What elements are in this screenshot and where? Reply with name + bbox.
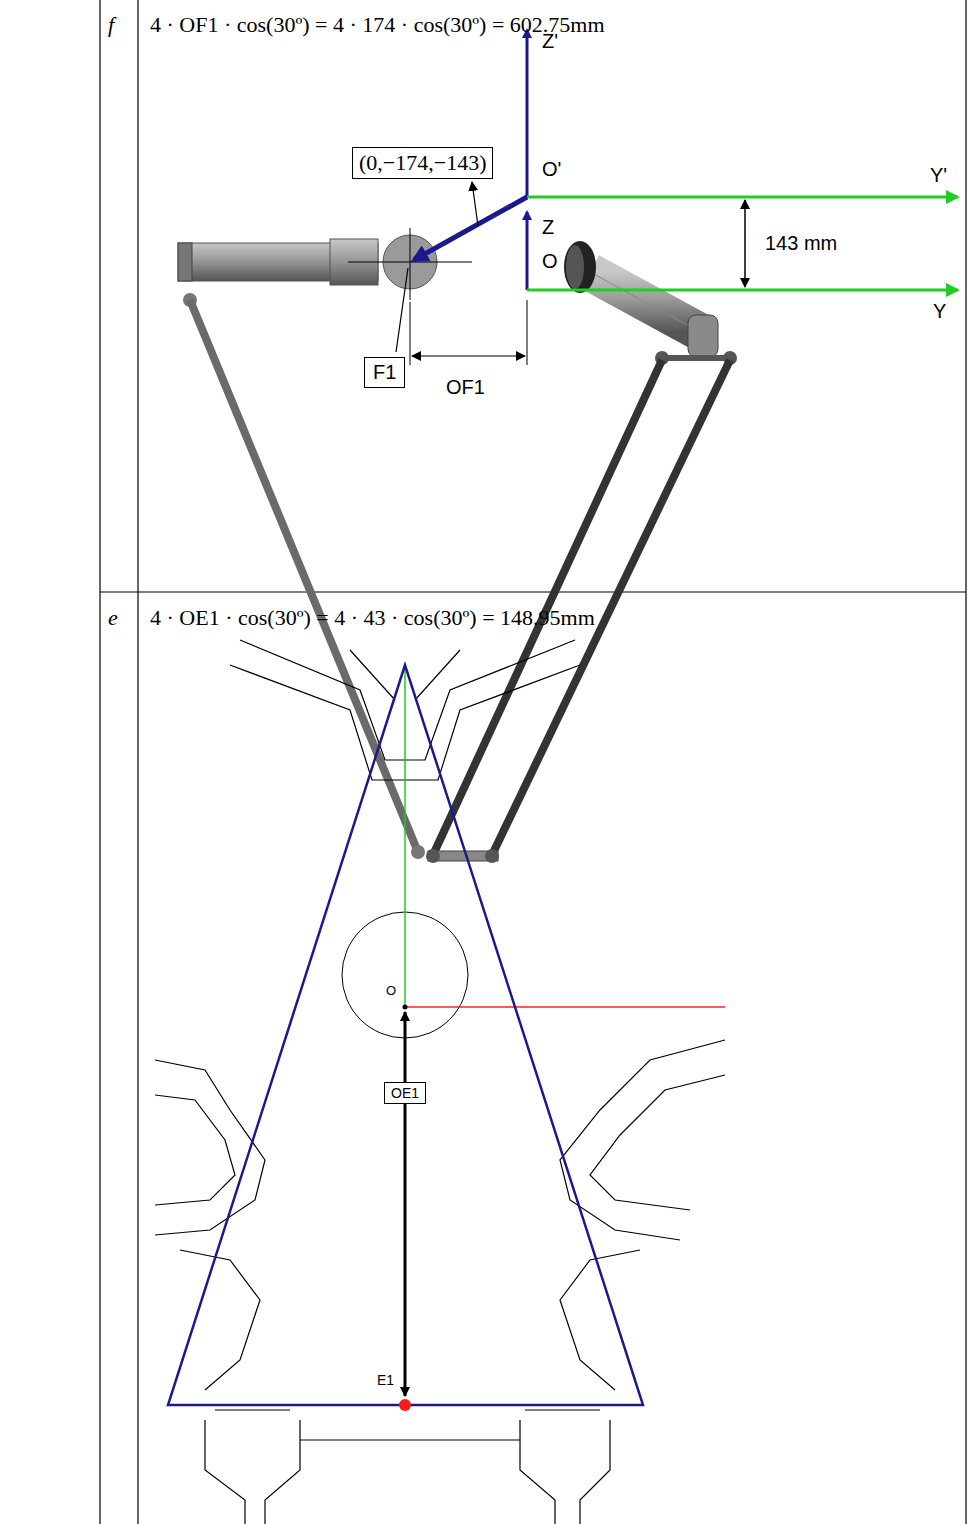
point-label: E1 bbox=[377, 1372, 394, 1388]
axis-label: Z' bbox=[542, 30, 558, 53]
row-letter: f bbox=[108, 12, 114, 37]
box-text: (0,−174,−143) bbox=[359, 150, 486, 176]
axis-label: Z bbox=[542, 216, 554, 239]
row-letter: e bbox=[108, 605, 118, 630]
formula: 4 · OF1 · cos(30º) = 4 · 174 · cos(30º) … bbox=[150, 12, 605, 37]
top-view bbox=[168, 665, 725, 1411]
box-text: OE1 bbox=[391, 1085, 419, 1101]
axis-label: Y' bbox=[930, 164, 947, 187]
axis-label: Y bbox=[933, 300, 946, 323]
gripper-sketch bbox=[155, 640, 725, 1524]
dimension-label: 143 mm bbox=[765, 232, 837, 255]
table-grid bbox=[100, 0, 966, 1524]
formula: 4 · OE1 · cos(30º) = 4 · 43 · cos(30º) =… bbox=[150, 605, 595, 630]
coordinate-axes bbox=[396, 30, 958, 365]
label-box: OE1 bbox=[384, 1082, 426, 1104]
delta-robot-side bbox=[178, 228, 737, 863]
box-text: F1 bbox=[373, 361, 396, 384]
dimension-label: OF1 bbox=[446, 376, 485, 399]
origin-label: O bbox=[386, 984, 396, 999]
origin-label: O bbox=[542, 250, 558, 273]
label-box: F1 bbox=[364, 357, 405, 388]
label-box: (0,−174,−143) bbox=[352, 147, 493, 179]
origin-label: O' bbox=[542, 158, 561, 181]
